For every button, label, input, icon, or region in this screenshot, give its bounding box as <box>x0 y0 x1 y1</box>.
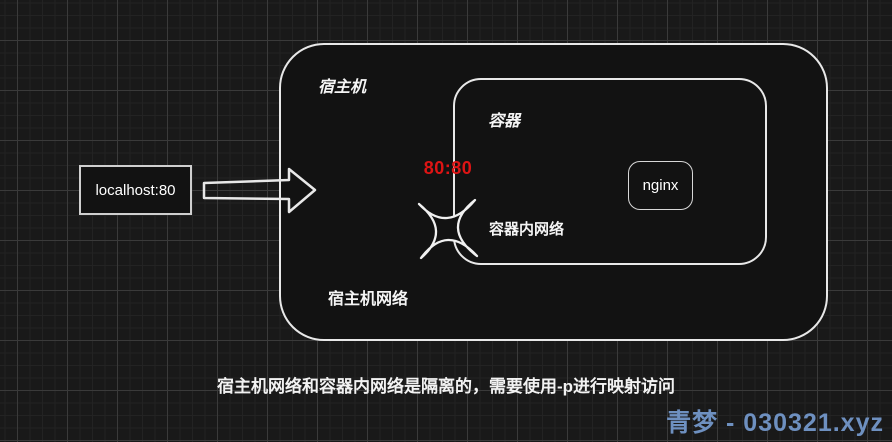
port-mapping-label: 80:80 <box>423 158 473 178</box>
host-network-label: 宿主机网络 <box>328 291 409 308</box>
watermark-text: 青梦 - 030321.xyz <box>666 409 884 437</box>
container-title: 容器 <box>488 113 521 130</box>
localhost-label: localhost:80 <box>95 181 176 199</box>
container-network-label: 容器内网络 <box>489 221 565 238</box>
network-junction-star-icon <box>417 198 479 260</box>
right-block-arrow-icon <box>202 167 317 214</box>
localhost-node: localhost:80 <box>79 165 192 215</box>
nginx-label: nginx <box>642 177 679 194</box>
container-box <box>453 78 767 265</box>
nginx-node: nginx <box>628 161 693 210</box>
host-title: 宿主机 <box>318 79 367 96</box>
caption-text: 宿主机网络和容器内网络是隔离的，需要使用-p进行映射访问 <box>216 377 676 396</box>
